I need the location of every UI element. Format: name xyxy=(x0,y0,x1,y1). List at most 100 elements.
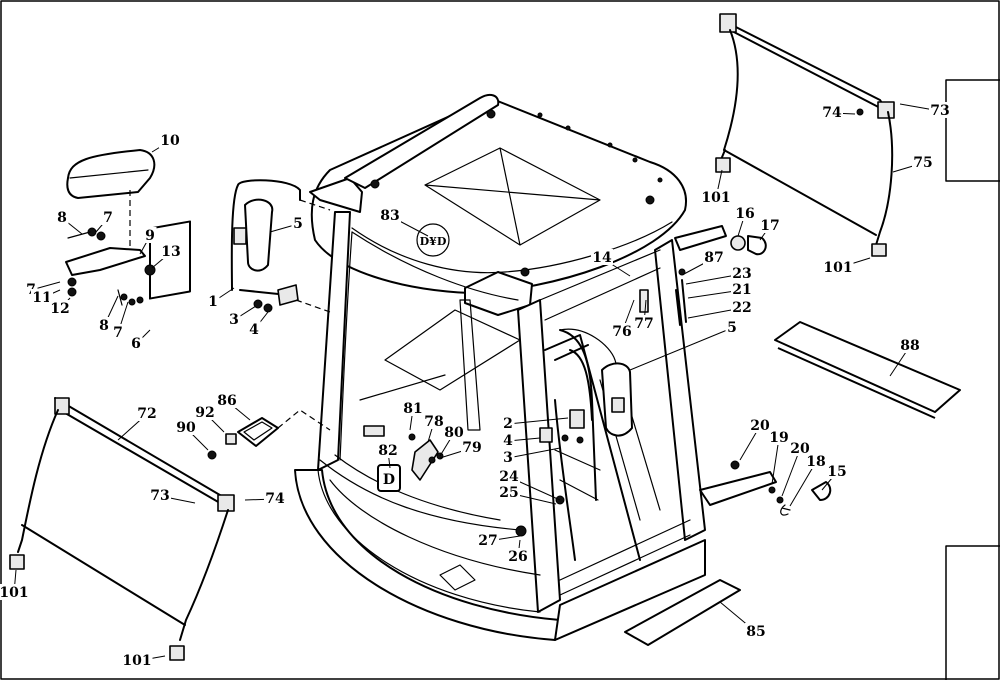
callout-bg xyxy=(377,442,399,458)
callout-bg xyxy=(159,132,181,148)
callout-bg xyxy=(291,215,305,231)
callout-bg xyxy=(264,490,286,506)
callout-20: 20 xyxy=(750,418,770,434)
callout-8: 8 xyxy=(57,210,67,226)
callout-bg xyxy=(731,299,753,315)
callout-bg xyxy=(501,415,515,431)
callout-leader-20 xyxy=(781,448,801,497)
callout-bg xyxy=(821,104,843,120)
callout-4: 4 xyxy=(503,433,513,449)
callout-bg xyxy=(501,449,515,465)
callout-11: 11 xyxy=(32,290,51,306)
title-box-bottom xyxy=(945,545,1000,680)
callout-16: 16 xyxy=(735,206,754,222)
callout-87: 87 xyxy=(704,250,723,266)
strap-assembly xyxy=(639,268,687,326)
callout-6: 6 xyxy=(131,336,141,352)
callout-4: 4 xyxy=(249,322,259,338)
armrest-fasteners xyxy=(67,227,156,306)
switch-81 xyxy=(363,425,385,437)
callout-bg xyxy=(912,154,934,170)
callout-bg xyxy=(822,259,854,275)
callout-24: 24 xyxy=(499,469,519,485)
roller-screen-right-tube xyxy=(721,19,889,113)
callout-101: 101 xyxy=(701,190,730,206)
callout-83: 83 xyxy=(380,208,399,224)
callout-bg xyxy=(461,439,483,455)
callout-leader-2 xyxy=(507,417,569,425)
callout-bg xyxy=(507,548,529,564)
callout-bg xyxy=(759,217,781,233)
mirror-left-assembly xyxy=(230,179,331,313)
callout-bg xyxy=(111,324,125,340)
callout-1: 1 xyxy=(208,294,218,310)
mirror-right-clamp xyxy=(611,397,625,413)
callout-80: 80 xyxy=(444,425,464,441)
callout-bg xyxy=(734,205,756,221)
roof-hatch xyxy=(424,147,601,246)
callout-23: 23 xyxy=(732,266,751,282)
pillar-front-center xyxy=(517,299,561,613)
mirror-right-assembly xyxy=(559,329,633,501)
sticker-82 xyxy=(377,464,401,492)
callout-bg xyxy=(745,623,767,639)
callout-bg xyxy=(501,432,515,448)
mirror-left-arm xyxy=(230,179,301,291)
callout-73: 73 xyxy=(930,103,949,119)
callout-27: 27 xyxy=(478,533,497,549)
callout-leader-3 xyxy=(507,447,561,459)
speaker-86 xyxy=(207,409,331,460)
callout-leader-19 xyxy=(771,437,780,485)
callout-bg xyxy=(160,243,182,259)
callout-81: 81 xyxy=(403,401,422,417)
callout-13: 13 xyxy=(161,244,180,260)
callout-bg xyxy=(725,319,739,335)
mirror-left-glass xyxy=(244,198,274,272)
roller-screen-left-frame xyxy=(17,409,229,641)
callout-2: 2 xyxy=(503,416,513,432)
side-rails xyxy=(539,249,691,596)
inner-frame xyxy=(359,309,521,401)
cab-base-front xyxy=(554,539,706,641)
handle-assembly xyxy=(539,409,601,501)
callout-86: 86 xyxy=(217,393,236,409)
callout-76: 76 xyxy=(612,324,631,340)
callout-9: 9 xyxy=(145,228,155,244)
mirror-left-clamp xyxy=(233,227,247,245)
armrest-bracket xyxy=(65,247,146,276)
pillar-front-right xyxy=(654,239,706,541)
callout-bg xyxy=(633,315,655,331)
callout-bg xyxy=(206,293,220,309)
callout-7: 7 xyxy=(113,325,123,341)
callout-22: 22 xyxy=(732,300,751,316)
roller-screen-left-bar xyxy=(21,524,186,626)
callout-leader-18 xyxy=(789,461,817,507)
callout-79: 79 xyxy=(462,440,481,456)
callout-bg xyxy=(700,189,732,205)
callout-5: 5 xyxy=(293,216,303,232)
callout-75: 75 xyxy=(913,155,932,171)
control-lever-assembly: D xyxy=(363,425,444,492)
callout-bg xyxy=(591,249,613,265)
cab-assembly: D¥D xyxy=(294,93,706,641)
callout-17: 17 xyxy=(760,218,779,234)
callout-bg xyxy=(789,440,811,456)
callout-bg xyxy=(899,337,921,353)
callout-19: 19 xyxy=(769,430,788,446)
roof-bolts xyxy=(370,109,663,277)
pillar-rear xyxy=(459,299,481,431)
cab-skirt xyxy=(317,469,541,613)
roof-emblem xyxy=(416,223,450,257)
mirror-left-dash xyxy=(295,199,331,313)
callout-21: 21 xyxy=(732,282,751,298)
callout-bg xyxy=(49,300,71,316)
callout-3: 3 xyxy=(229,312,239,328)
callout-bg xyxy=(477,532,499,548)
callout-bg xyxy=(149,487,171,503)
callout-101: 101 xyxy=(823,260,852,276)
callout-bg xyxy=(768,429,790,445)
callout-85: 85 xyxy=(746,624,765,640)
callout-bg xyxy=(136,405,158,421)
lamp-16-17 xyxy=(730,235,767,256)
